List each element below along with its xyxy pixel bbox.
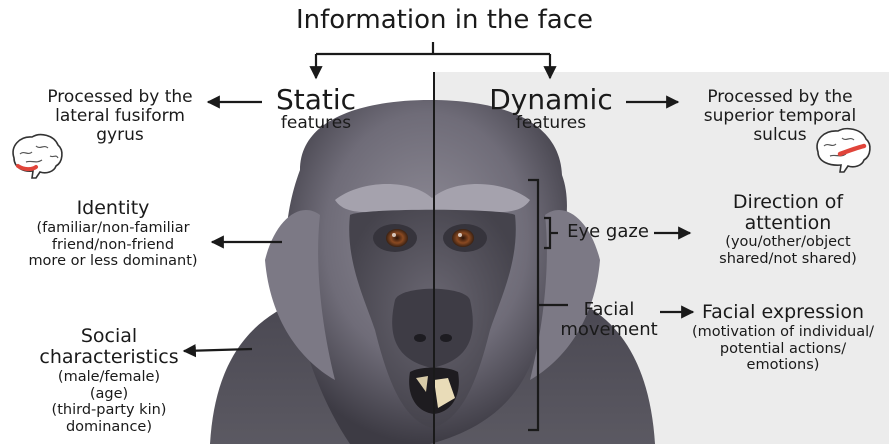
dynamic-sub-label: features <box>476 114 626 133</box>
expression-details: (motivation of individual/ potential act… <box>680 324 886 374</box>
attention-details: (you/other/object shared/not shared) <box>698 234 878 267</box>
identity-details: (familiar/non-familiar friend/non-friend… <box>0 220 226 270</box>
facial-movement-label: Facial movement <box>556 300 662 340</box>
static-sub-label: features <box>262 114 370 133</box>
dynamic-bracket <box>528 180 538 430</box>
eye-gaze-bracket <box>544 218 550 248</box>
eye-gaze-label: Eye gaze <box>560 222 656 242</box>
attention-heading: Direction of attention <box>698 192 878 235</box>
identity-heading: Identity <box>0 198 226 219</box>
static-label: Static <box>262 84 370 115</box>
dynamic-region-text: Processed by the superior temporal sulcu… <box>680 88 880 145</box>
static-region-text: Processed by the lateral fusiform gyrus <box>30 88 210 145</box>
social-details: (male/female) (age) (third-party kin) do… <box>14 369 204 436</box>
expression-heading: Facial expression <box>680 302 886 323</box>
social-heading: Social characteristics <box>14 326 204 369</box>
dynamic-label: Dynamic <box>476 84 626 115</box>
diagram-title: Information in the face <box>0 6 889 35</box>
